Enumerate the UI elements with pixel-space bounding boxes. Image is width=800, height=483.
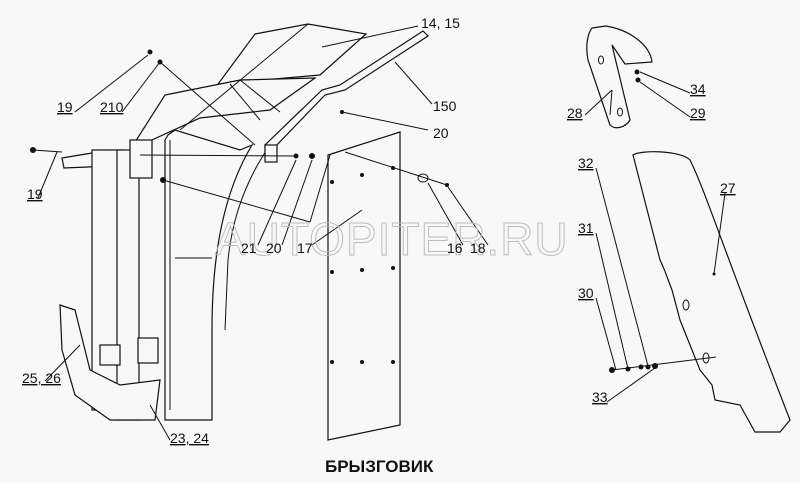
fender-body — [164, 94, 321, 421]
callout-16: 16 — [447, 240, 463, 256]
callout-210: 210 — [100, 99, 124, 115]
callout-21: 21 — [241, 240, 257, 256]
callout-30: 30 — [578, 285, 594, 301]
callout-33: 33 — [592, 389, 608, 405]
callout-27: 27 — [720, 180, 736, 196]
callout-29: 29 — [690, 105, 706, 121]
callout-19: 19 — [27, 186, 43, 202]
callout-25-26: 25, 26 — [22, 370, 61, 386]
callout-20: 20 — [433, 125, 449, 141]
mudflap-panel — [327, 131, 401, 441]
callout-20: 20 — [266, 240, 282, 256]
callout-150: 150 — [433, 98, 457, 114]
callout-labels: 14, 15 150 20 19 210 19 21 20 17 16 18 2… — [22, 15, 736, 446]
fender-top-panel — [128, 23, 368, 152]
callout-31: 31 — [578, 220, 594, 236]
callout-32: 32 — [578, 155, 594, 171]
mudflap-27 — [595, 151, 791, 433]
callout-19: 19 — [57, 99, 73, 115]
watermark: AUTOPITER.RU — [215, 213, 569, 265]
support-bracket — [59, 139, 161, 421]
callout-18: 18 — [470, 240, 486, 256]
diagram-title: БРЫЗГОВИК — [325, 457, 434, 476]
bracket-28 — [584, 25, 691, 129]
callout-17: 17 — [297, 240, 313, 256]
callout-14-15: 14, 15 — [421, 15, 460, 31]
callout-34: 34 — [690, 81, 706, 97]
callout-28: 28 — [567, 105, 583, 121]
bracket-strip — [264, 30, 429, 163]
leader-lines — [37, 25, 489, 441]
callout-23-24: 23, 24 — [170, 430, 209, 446]
